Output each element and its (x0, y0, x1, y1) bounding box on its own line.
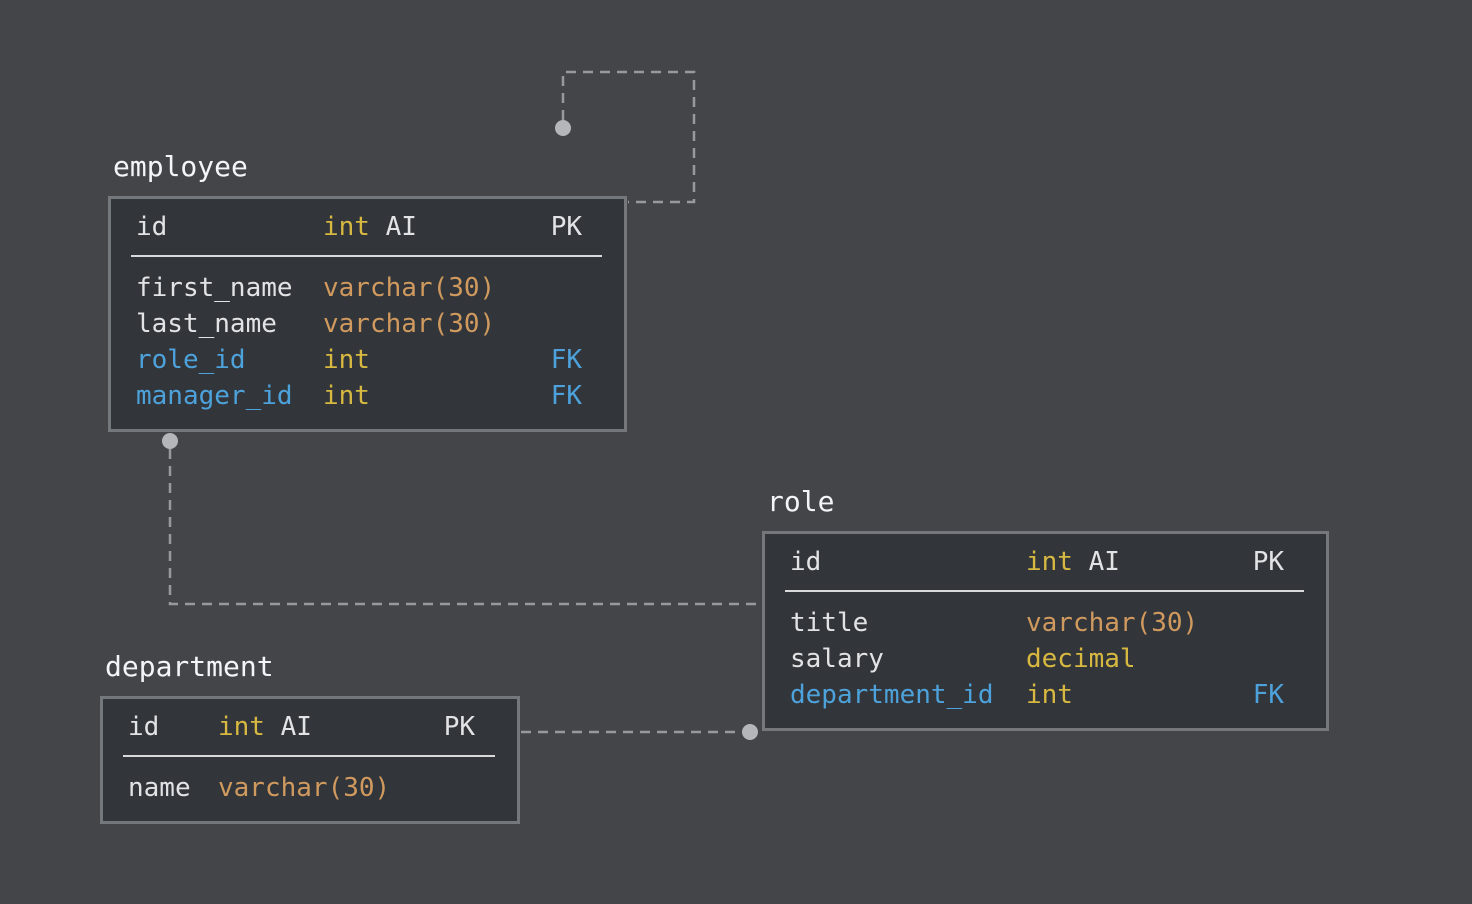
foreign-key-badge: FK (550, 345, 582, 375)
table-row: id int AI PK (103, 699, 517, 755)
relation-employee-role-endpoint-dot[interactable] (162, 433, 178, 449)
table-employee-title: employee (113, 150, 248, 183)
table-row: title varchar(30) (765, 605, 1326, 641)
table-employee-box: id int AI PK first_name varchar(30) last_… (108, 196, 627, 432)
table-row: department_id int FK (765, 677, 1326, 713)
column-type: varchar(30) (1026, 608, 1199, 638)
column-name: title (790, 608, 869, 638)
column-name: salary (790, 644, 884, 674)
column-type: int (323, 381, 370, 411)
column-type: varchar(30) (323, 273, 496, 303)
column-name: id (128, 712, 160, 742)
column-type: int (323, 345, 370, 375)
column-name: department_id (790, 680, 994, 710)
primary-key-badge: PK (1252, 547, 1284, 577)
table-body: first_name varchar(30) last_name varchar… (111, 257, 624, 429)
column-type: varchar(30) (218, 773, 391, 803)
column-type: decimal (1026, 644, 1136, 674)
table-row: role_id int FK (111, 342, 624, 378)
column-name: role_id (136, 345, 246, 375)
relation-employee-role-line[interactable] (168, 449, 759, 606)
table-row: salary decimal (765, 641, 1326, 677)
table-row: first_name varchar(30) (111, 270, 624, 306)
column-type: int (1026, 547, 1073, 577)
table-role-title: role (767, 485, 835, 518)
table-department-box: id int AI PK name varchar(30) (100, 696, 520, 824)
relation-employee-manager-self-line[interactable] (561, 70, 696, 204)
table-department-title: department (105, 650, 274, 683)
column-name: id (790, 547, 822, 577)
table-row: id int AI PK (765, 534, 1326, 590)
header-divider (131, 255, 602, 257)
autoincrement-badge: AI (1088, 547, 1120, 577)
table-row: manager_id int FK (111, 378, 624, 414)
autoincrement-badge: AI (280, 712, 312, 742)
table-row: name varchar(30) (103, 770, 517, 806)
relation-role-department-endpoint-dot[interactable] (742, 724, 758, 740)
foreign-key-badge: FK (1252, 680, 1284, 710)
primary-key-badge: PK (550, 212, 582, 242)
column-name: name (128, 773, 191, 803)
table-department[interactable]: department id int AI PK name varchar(30) (100, 650, 520, 824)
primary-key-badge: PK (443, 712, 475, 742)
table-employee[interactable]: employee id int AI PK first_name varchar(… (108, 150, 627, 432)
autoincrement-badge: AI (385, 212, 417, 242)
table-role-box: id int AI PK title varchar(30) salary dec… (762, 531, 1329, 731)
column-name: manager_id (136, 381, 293, 411)
column-name: id (136, 212, 168, 242)
table-body: name varchar(30) (103, 757, 517, 821)
relation-employee-manager-self-endpoint-dot[interactable] (555, 120, 571, 136)
column-type: int (218, 712, 265, 742)
column-type: varchar(30) (323, 309, 496, 339)
column-name: last_name (136, 309, 277, 339)
table-row: last_name varchar(30) (111, 306, 624, 342)
column-type: int (1026, 680, 1073, 710)
column-type: int (323, 212, 370, 242)
header-divider (123, 755, 495, 757)
column-name: first_name (136, 273, 293, 303)
table-role[interactable]: role id int AI PK title varchar(30) salar… (762, 485, 1329, 731)
foreign-key-badge: FK (550, 381, 582, 411)
table-body: title varchar(30) salary decimal departm… (765, 592, 1326, 728)
header-divider (785, 590, 1304, 592)
table-row: id int AI PK (111, 199, 624, 255)
